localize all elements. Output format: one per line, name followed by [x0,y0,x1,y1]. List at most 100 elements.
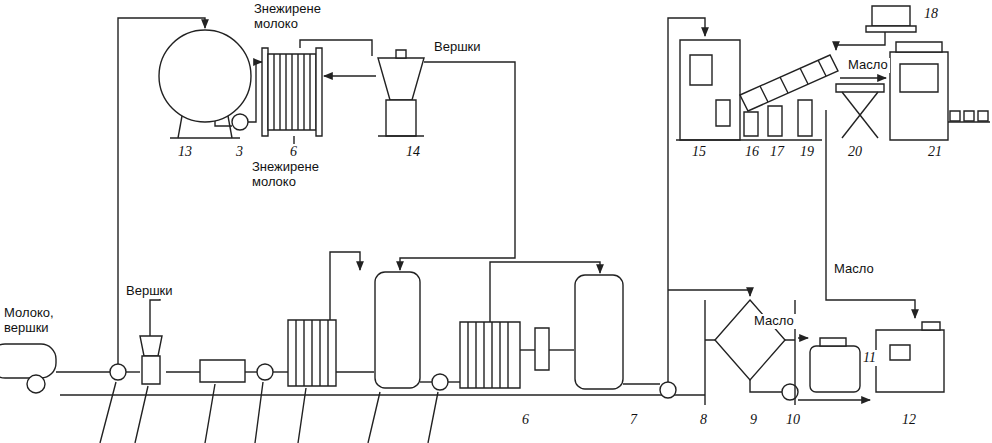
receiving-tank [200,360,245,382]
separator-symbol [142,356,160,384]
pipe [273,371,288,372]
leader-line [100,382,438,443]
butter-churn [715,300,785,380]
pipe [750,380,782,392]
packing-machine [922,322,940,330]
callout-number: 18 [922,6,940,22]
pump-symbol [232,114,248,130]
butter-maker [740,55,838,111]
conveyor [842,92,878,138]
storage-tank [159,30,251,138]
callout-number: 6 [520,412,531,428]
plate-exchanger [460,322,520,388]
flow-label: Вершки [432,40,483,55]
pipe [56,252,870,400]
pipe [520,349,535,350]
pump-symbol [110,364,126,380]
pipe [118,18,515,364]
storage-tank [178,116,182,138]
holding-column [535,328,549,370]
separator-symbol [396,50,406,58]
pump-symbol [257,364,273,380]
butter-churn [704,300,705,405]
callout-number: 12 [900,412,918,428]
callout-number: 7 [628,412,639,428]
butter-maker [716,100,730,126]
butter-machine [820,338,846,346]
packing-machine [896,42,942,52]
callout-number: 17 [768,144,786,160]
separator-symbol [378,58,424,100]
flow-label: Молоко, вершки [2,306,66,336]
flow-label: Знежирене молоко [250,160,326,190]
pump-symbol [232,114,248,130]
pipe [549,349,574,350]
flow-label: Масло [752,314,796,329]
plate-exchanger [262,48,268,136]
pump-symbol [432,374,448,390]
pipe [798,337,808,338]
plate-exchanger [296,320,328,386]
callout-number: 15 [690,144,708,160]
pipe [166,371,200,372]
packing-machine [890,42,990,140]
flow-label: Масло [846,58,890,73]
packing-machine [978,111,988,121]
vertical-tank [575,275,623,389]
pipe [798,399,870,400]
storage-tank [159,30,251,122]
pipe [215,121,232,126]
packing-machine [876,330,944,392]
pipe [448,381,460,382]
pipe [56,371,110,372]
tanker-truck [0,344,56,378]
butter-maker [768,106,782,136]
packing-machine [948,121,990,122]
pipe [330,252,360,320]
plate-exchanger [262,48,322,136]
storage-tank [228,116,232,138]
callout-number: 14 [404,144,422,160]
pipe [420,381,432,382]
plate-exchanger [468,322,508,388]
plate-exchanger [288,320,336,386]
callout-number: 8 [698,412,709,428]
flow-label: Вершки [124,284,175,299]
callout-number: 6 [288,144,299,160]
callout-number: 9 [748,412,759,428]
packing-machine [876,322,944,392]
process-illustration [0,6,990,443]
packing-machine [950,111,960,121]
callout-number: 11 [861,350,878,366]
separator-symbol [378,135,424,136]
dosing-device [872,6,910,26]
pipe [60,394,705,395]
pipe [623,383,660,384]
butter-churn [705,300,795,405]
conveyor [836,84,884,92]
callout-number: 16 [743,144,761,160]
separator-symbol [386,100,416,136]
plate-exchanger [274,54,310,130]
dosing-device [866,26,916,32]
butter-maker [744,112,758,136]
conveyor [842,92,878,138]
butter-maker [760,60,826,102]
pipe [826,110,915,318]
separator-symbol [140,336,162,384]
flow-label: Знежирене молоко [252,2,328,32]
holding-column [535,328,549,370]
pipe [836,32,885,50]
tanker-truck [27,375,45,393]
butter-maker [798,100,812,136]
storage-tank [170,137,240,138]
callout-number: 21 [926,144,944,160]
pipe [324,75,376,76]
callout-number: 20 [846,144,864,160]
separator-symbol [378,50,424,136]
vertical-tank [375,272,623,389]
separator-symbol [140,336,162,356]
packing-machine [890,52,948,140]
butter-maker [676,139,822,140]
